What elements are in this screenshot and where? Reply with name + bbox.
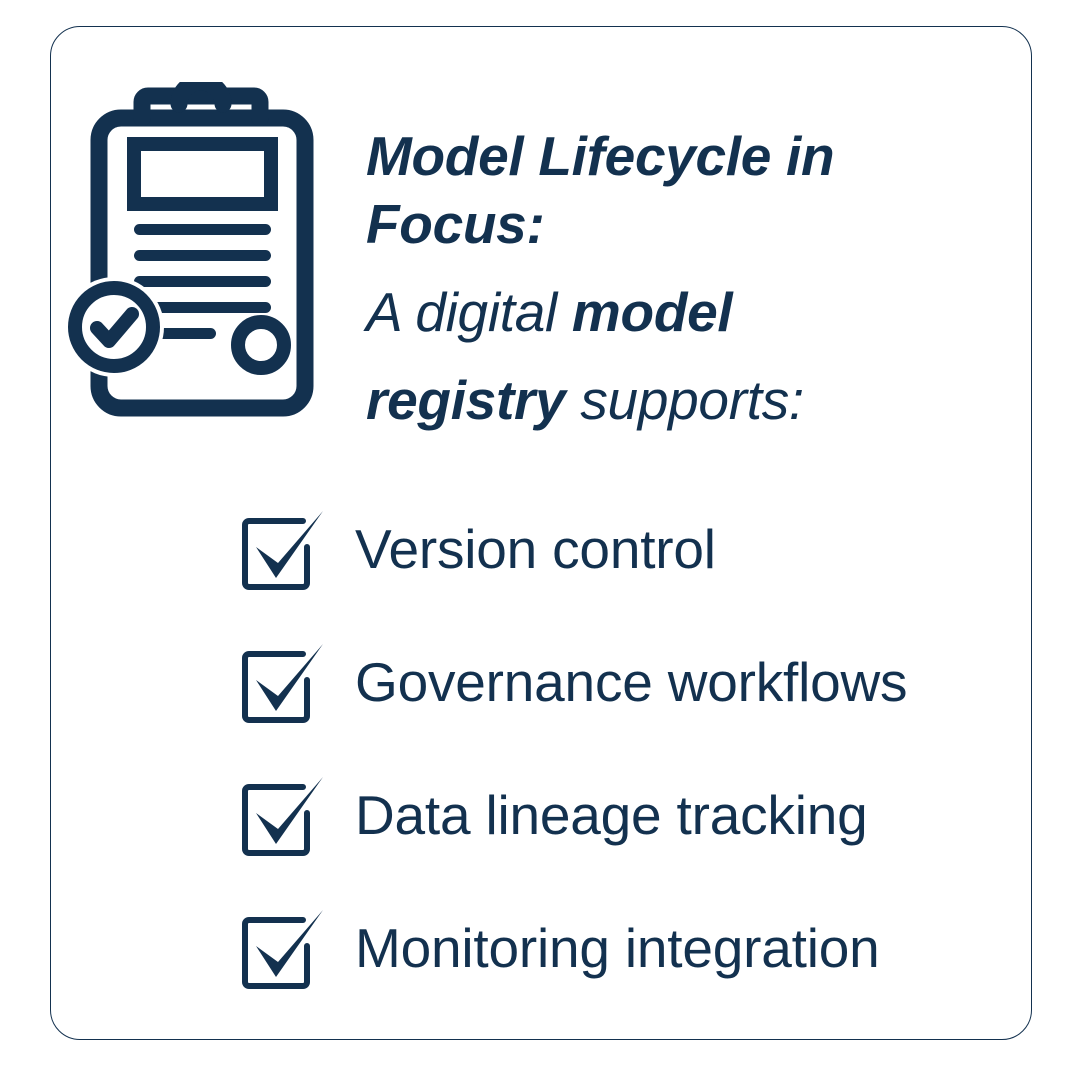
list-item[interactable]: Version control <box>231 482 1021 615</box>
checkbox-checked-icon[interactable] <box>231 767 327 863</box>
subtitle-part-1: A digital <box>366 281 572 343</box>
page-subtitle: A digital model registry supports: <box>366 268 906 444</box>
page-title: Model Lifecycle in Focus: <box>366 125 835 255</box>
checkbox-checked-icon[interactable] <box>231 900 327 996</box>
list-item-label: Governance workflows <box>355 650 908 713</box>
subtitle-part-2-emphasis: model registry <box>366 281 733 431</box>
list-item[interactable]: Monitoring integration <box>231 881 1021 1014</box>
list-item[interactable]: Data lineage tracking <box>231 748 1021 881</box>
clipboard-check-icon <box>66 73 336 427</box>
checklist: Version control Governance workflows <box>231 482 1021 1014</box>
header-section: Model Lifecycle in Focus: A digital mode… <box>51 27 1033 431</box>
list-item-label: Data lineage tracking <box>355 783 868 846</box>
list-item-label: Monitoring integration <box>355 916 880 979</box>
heading-block: Model Lifecycle in Focus: A digital mode… <box>366 122 966 444</box>
checkbox-checked-icon[interactable] <box>231 634 327 730</box>
subtitle-part-3: supports: <box>565 369 804 431</box>
list-item-label: Version control <box>355 517 716 580</box>
list-item[interactable]: Governance workflows <box>231 615 1021 748</box>
content-card: Model Lifecycle in Focus: A digital mode… <box>50 26 1032 1040</box>
checkbox-checked-icon[interactable] <box>231 501 327 597</box>
